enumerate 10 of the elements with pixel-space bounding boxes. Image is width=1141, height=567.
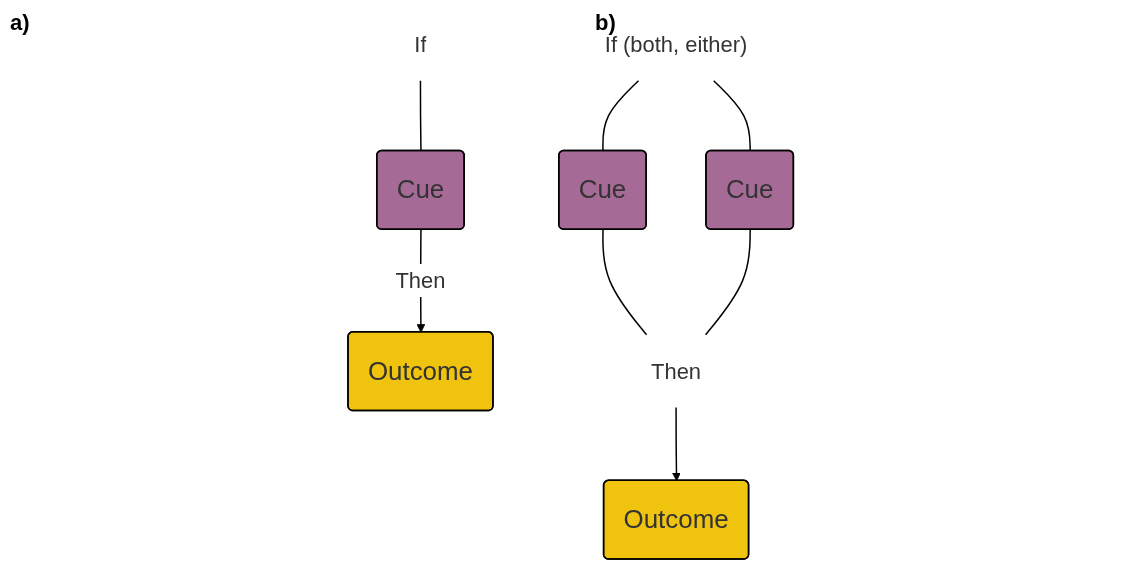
connector [601,228,648,336]
arrow [671,406,681,482]
node-text: Then [650,358,701,384]
connector [419,79,422,152]
node-text: If [414,31,427,57]
connector [712,79,751,152]
connector [601,79,640,152]
panel-letter: a) [10,10,30,36]
connector [704,228,751,336]
edge-label: Then [395,268,446,293]
